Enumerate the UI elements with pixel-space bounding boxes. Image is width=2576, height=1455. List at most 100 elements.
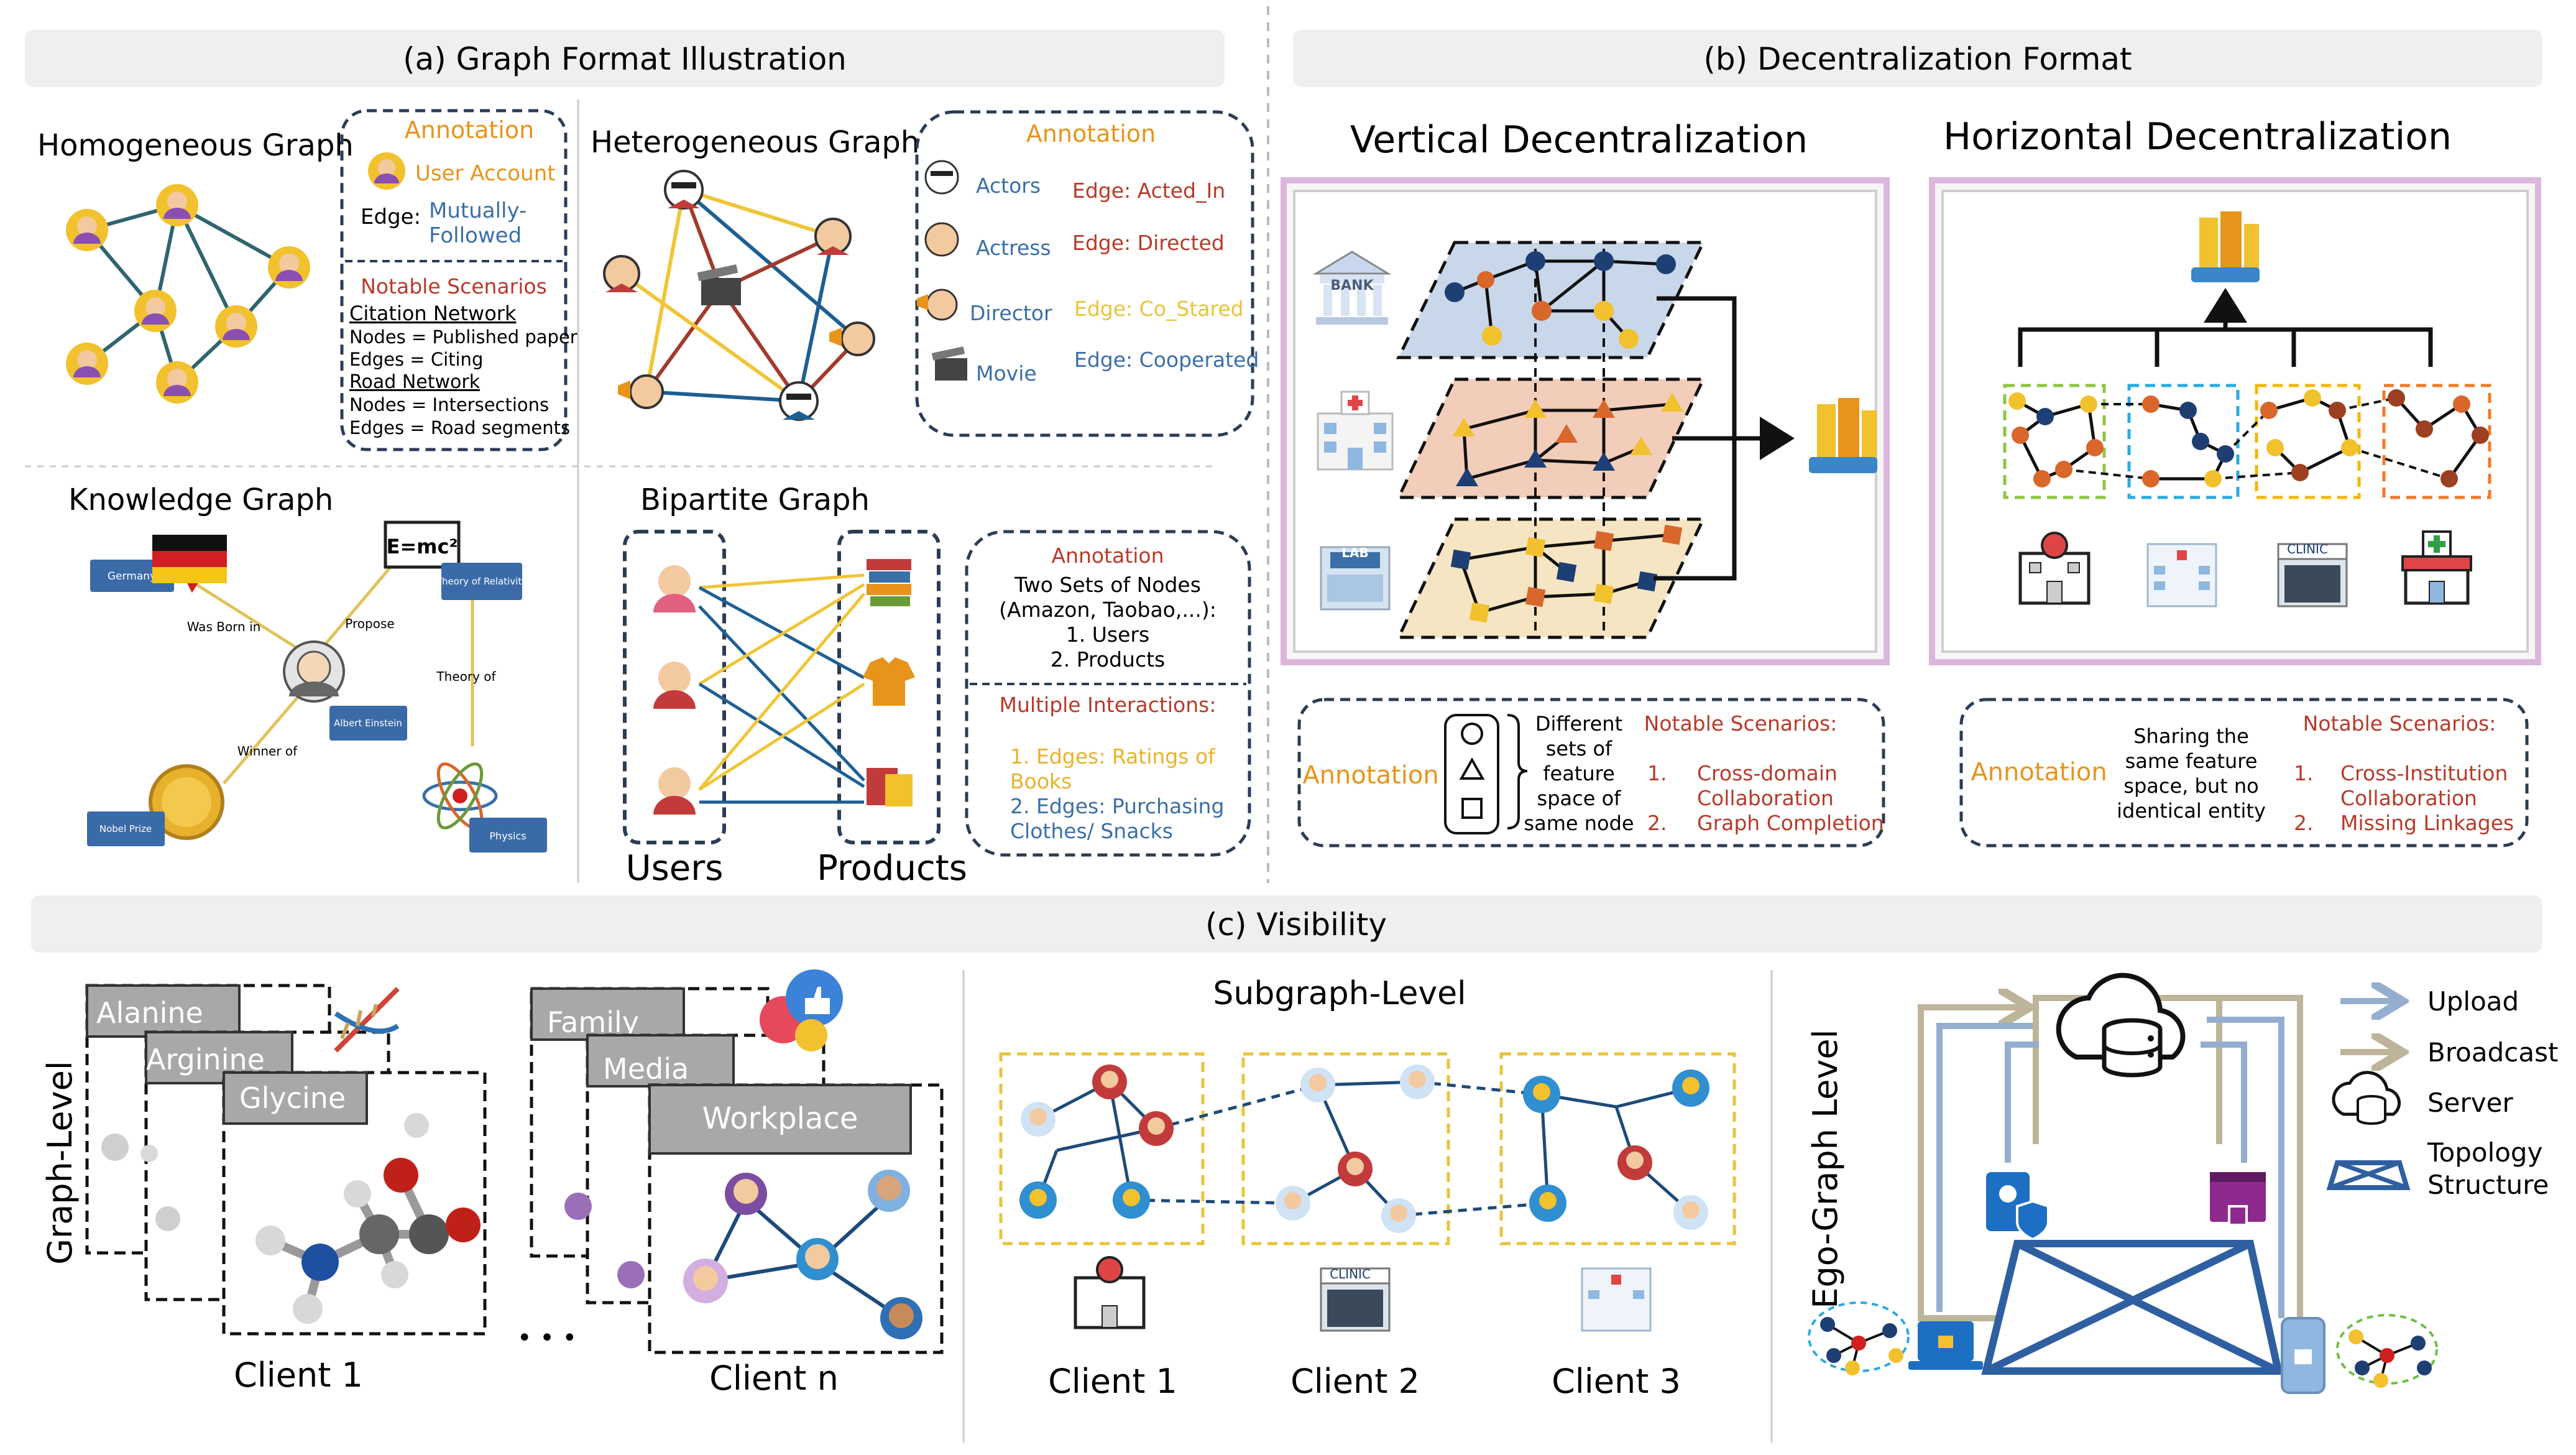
nobel-medal-icon [149,764,224,840]
atom-icon [422,762,498,829]
graph-client-1-label: Client 1 [234,1356,363,1395]
doctor-icon [1673,1195,1708,1230]
tab-glycine [223,1071,368,1125]
client-box-yellow [2255,384,2361,499]
citation-network: Citation Network [349,302,517,325]
person-icon [617,1261,645,1288]
family-label: Family [547,1005,639,1039]
molecule-icon [101,1113,481,1324]
users-label: Users [626,848,724,889]
laptop-icon [1908,1321,1983,1370]
vertical-annotation-label: Annotation [1302,761,1438,790]
user-icon [134,290,177,332]
subgraph-box-2 [1241,1052,1450,1245]
upload-legend-label: Upload [2427,986,2519,1017]
ego-graph-right [2336,1314,2438,1388]
edge-costared: Edge: Co_Stared [1074,297,1244,321]
doctor-icon [1300,1068,1335,1102]
scenarios-title: Notable Scenarios [361,274,547,298]
einstein-icon [283,640,345,703]
two-sets-line-3: 1. Users [1066,622,1149,647]
circle-shape-icon [1461,723,1483,745]
homogeneous-annotation-box [340,109,568,451]
brace [1507,714,1528,829]
snacks-icon [867,768,913,806]
subgraph-client-3-label: Client 3 [1552,1362,1681,1401]
hospital-icon [1074,1256,1146,1329]
user-icon [268,246,310,289]
user-icon [653,565,696,612]
doctor-icon [1021,1102,1056,1137]
edge-label: Edge: [361,205,421,229]
subgraph-nodes [1019,1065,1709,1233]
winner-of-label: Winner of [237,744,298,759]
user-account-label: User Account [415,161,556,186]
horizontal-desc-3: space, but no [2123,774,2258,798]
person-icon [868,1170,910,1212]
tab-family [530,987,685,1041]
user-shield-icon [1986,1172,2049,1241]
edge-value-2: Followed [429,223,522,248]
doctor-icon [1276,1186,1310,1221]
plane-3-nodes [1450,524,1683,623]
server-legend-label: Server [2427,1088,2513,1118]
clinic-icon [1320,1267,1391,1332]
bipartite-title: Bipartite Graph [640,483,870,517]
movie-clapper-icon [697,264,741,305]
edge-acted-in: Edge: Acted_In [1072,178,1225,203]
horizontal-desc-2: same feature [2125,749,2258,773]
clothes-icon [863,657,915,706]
user-icon [653,662,696,709]
homogeneous-edges [85,203,291,384]
homogeneous-graph: Homogeneous Graph Annotation User Accoun… [37,109,577,451]
heterogeneous-annotation-title: Annotation [1026,120,1156,147]
graph-client-n-label: Client n [709,1359,839,1398]
broadcast-legend-label: Broadcast [2427,1037,2558,1068]
vertical-desc-3: feature [1543,762,1615,785]
user-icon [653,767,696,815]
two-sets-line-2: (Amazon, Taobao,...): [999,598,1217,622]
horizontal-annotation-box [1959,698,2529,848]
hospital-icon [2018,532,2091,605]
two-sets-line-1: Two Sets of Nodes [1014,573,1201,597]
section-header-a: (a) Graph Format Illustration [25,30,1225,87]
alanine-label: Alanine [96,996,203,1030]
ratings-line-2: Books [1010,769,1072,793]
user-icon [215,305,257,348]
horizontal-s1-a: Cross-Institution [2340,761,2508,785]
patient-icon [1529,1185,1566,1222]
vertical-scenarios-title: Notable Scenarios: [1644,711,1838,736]
lab-icon [1320,546,1391,611]
heterogeneous-edges [620,188,860,403]
homogeneous-annotation-title: Annotation [405,116,534,144]
citation-edges: Edges = Citing [349,349,483,370]
was-born-in-label: Was Born in [187,619,261,634]
person-icon [880,1297,922,1339]
data-center-icon [1809,398,1877,473]
formula-text: E=mc² [387,535,458,558]
pharmacy-icon [2401,530,2472,605]
person-icon [683,1259,728,1303]
director-icon [917,289,958,321]
doctor-icon [1139,1111,1174,1146]
bipartite-edges [698,573,865,804]
products-label: Products [817,848,967,889]
subgraph-cross-edges [1131,1080,1548,1217]
director-label: Director [970,301,1052,325]
horizontal-scenarios-title: Notable Scenarios: [2303,711,2496,736]
movie-label: Movie [976,361,1037,386]
germany-label: Germany [108,570,156,583]
horizontal-tree-lines [2018,288,2433,367]
theory-of-label: Theory of [436,669,496,684]
vertical-title: Vertical Decentralization [1350,118,1808,162]
topology-legend-label-2: Structure [2427,1170,2549,1200]
patient-icon [1523,1076,1560,1113]
topology-diagonal [1984,1240,2252,1375]
bank-label: BANK [1330,278,1374,293]
vertical-desc-4: space of [1537,787,1622,810]
user-icon [156,184,198,226]
horizontal-s1-b: Collaboration [2340,786,2477,810]
horizontal-s2-a: Missing Linkages [2340,811,2514,835]
knowledge-graph: Knowledge Graph Germany E=mc² Theory of … [68,483,547,852]
physics-label: Physics [489,830,526,842]
